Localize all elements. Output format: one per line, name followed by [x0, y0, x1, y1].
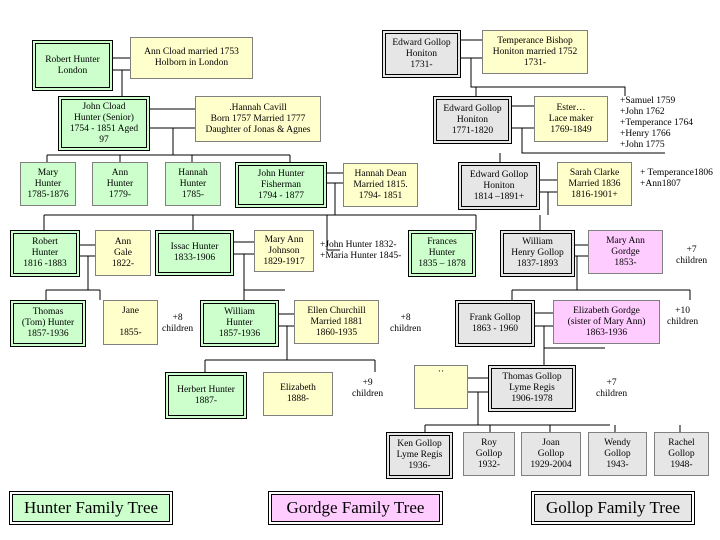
- note-frank-10-children: +10 children: [667, 306, 699, 327]
- person-elizabeth-1888: Elizabeth 1888-: [263, 372, 333, 416]
- person-ellen-churchill: Ellen Churchill Married 1881 1860-1935: [294, 300, 379, 344]
- note-gollop-1731-siblings: +Samuel 1759 +John 1762 +Temperance 1764…: [620, 96, 694, 150]
- person-edward-gollop-1731: Edward Gollop Honiton 1731-: [382, 30, 461, 78]
- legend-gollop: Gollop Family Tree: [531, 491, 695, 525]
- person-frank-gollop: Frank Gollop 1863 - 1960: [455, 300, 535, 347]
- person-edward-gollop-1771: Edward Gollop Honiton 1771-1820: [433, 96, 512, 144]
- person-ann-gale: Ann Gale 1822-: [95, 230, 151, 276]
- note-john-hunter-children: +John Hunter 1832- +Maria Hunter 1845-: [320, 240, 402, 261]
- person-unknown-spouse: ··: [414, 365, 468, 409]
- person-wendy-gollop: Wendy Gollop 1943-: [588, 432, 647, 476]
- person-rachel-gollop: Rachel Gollop 1948-: [654, 432, 709, 476]
- note-gollop-1771-siblings: + Temperance1806 +Ann1807: [640, 168, 713, 189]
- person-ester: Ester… Lace maker 1769-1849: [534, 96, 608, 142]
- person-john-hunter-fisherman: John Hunter Fisherman 1794 - 1877: [235, 162, 327, 208]
- person-mary-ann-johnson: Mary Ann Johnson 1829-1917: [254, 230, 314, 272]
- person-hannah-dean: Hannah Dean Married 1815. 1794- 1851: [343, 163, 418, 207]
- person-sarah-clarke: Sarah Clarke Married 1836 1816-1901+: [557, 162, 632, 206]
- person-ann-hunter: Ann Hunter 1779-: [92, 162, 148, 206]
- note-william-8-children: +8 children: [390, 313, 422, 334]
- person-ann-cload: Ann Cload married 1753 Holborn in London: [130, 37, 253, 79]
- legend-gordge: Gordge Family Tree: [268, 491, 443, 525]
- person-issac-hunter: Issac Hunter 1833-1906: [155, 230, 234, 276]
- person-mary-ann-gordge: Mary Ann Gordge 1853-: [588, 230, 663, 274]
- person-thomas-tom-hunter: Thomas (Tom) Hunter 1857-1936: [10, 300, 86, 347]
- note-robert-8-children: +8 children: [162, 313, 194, 334]
- note-herbert-9-children: +9 children: [352, 378, 384, 399]
- person-herbert-hunter: Herbert Hunter 1887-: [165, 372, 247, 419]
- person-joan-gollop: Joan Gollop 1929-2004: [521, 432, 581, 476]
- person-temperance-bishop: Temperance Bishop Honiton married 1752 1…: [482, 30, 588, 74]
- person-john-cload-hunter: John Cload Hunter (Senior) 1754 - 1851 A…: [58, 96, 150, 151]
- person-william-hunter: William Hunter 1857-1936: [200, 300, 279, 347]
- person-robert-hunter-london: Robert Hunter London: [32, 40, 113, 91]
- person-roy-gollop: Roy Gollop 1932-: [463, 432, 515, 476]
- person-robert-hunter-1816: Robert Hunter 1816 -1883: [10, 230, 80, 277]
- person-frances-hunter: Frances Hunter 1835 – 1878: [408, 230, 476, 277]
- person-mary-hunter: Mary Hunter 1785-1876: [20, 162, 76, 206]
- note-thomas-7-children: +7 children: [596, 378, 628, 399]
- person-edward-gollop-1814: Edward Gollop Honiton 1814 –1891+: [458, 162, 540, 210]
- person-hannah-cavill: .Hannah Cavill Born 1757 Married 1777 Da…: [195, 96, 321, 142]
- person-william-henry-gollop: William Henry Gollop 1837-1893: [500, 230, 575, 277]
- note-gollop-7-children: +7 children: [676, 245, 708, 266]
- person-jane: Jane 1855-: [103, 300, 158, 345]
- person-hannah-hunter: Hannah Hunter 1785-: [165, 162, 221, 206]
- person-ken-gollop: Ken Gollop Lyme Regis 1936-: [386, 432, 453, 479]
- legend-hunter: Hunter Family Tree: [9, 491, 173, 525]
- person-elizabeth-gordge: Elizabeth Gordge (sister of Mary Ann) 18…: [553, 300, 660, 344]
- person-thomas-gollop: Thomas Gollop Lyme Regis 1906-1978: [488, 365, 576, 412]
